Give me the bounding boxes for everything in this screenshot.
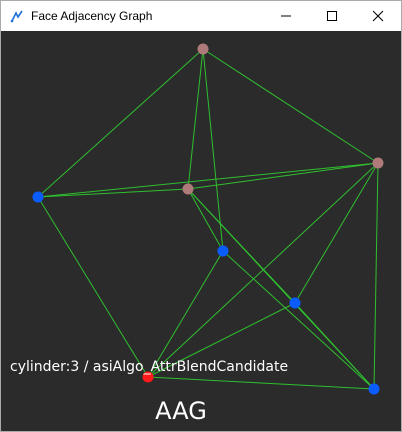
graph-edge-n3-n5 <box>187 188 224 252</box>
close-icon <box>372 10 384 22</box>
graph-edge-n1-n5 <box>202 48 224 252</box>
graph-edge-n5-n7 <box>222 250 375 390</box>
graph-edge-n2-n7 <box>373 162 379 390</box>
graph-node-n1[interactable] <box>197 43 209 55</box>
graph-edge-n1-n4 <box>37 48 204 198</box>
graph-caption: AAG <box>155 397 207 425</box>
title-bar[interactable]: Face Adjacency Graph <box>1 1 401 31</box>
graph-node-n2[interactable] <box>372 157 384 169</box>
graph-edge-n5-n8 <box>147 250 224 378</box>
graph-edge-n1-n2 <box>202 48 379 164</box>
close-button[interactable] <box>355 1 401 31</box>
graph-edge-n6-n8 <box>147 302 296 378</box>
hover-label: cylinder:3 / asiAlgo_AttrBlendCandidate <box>10 359 289 375</box>
window-title: Face Adjacency Graph <box>31 9 153 23</box>
graph-edge-n4-n2 <box>37 162 379 198</box>
maximize-icon <box>327 11 337 21</box>
graph-edge-n4-n8 <box>37 196 149 378</box>
graph-node-n4[interactable] <box>32 191 44 203</box>
minimize-icon <box>281 15 291 17</box>
minimize-button[interactable] <box>263 1 309 31</box>
graph-edge-n2-n3 <box>187 162 379 190</box>
graph-canvas[interactable]: cylinder:3 / asiAlgo_AttrBlendCandidate … <box>1 31 401 431</box>
graph-edge-n4-n3 <box>37 188 189 198</box>
app-icon <box>9 8 25 24</box>
graph-node-n8[interactable] <box>142 371 154 383</box>
graph-node-n3[interactable] <box>182 183 194 195</box>
graph-node-n5[interactable] <box>217 245 229 257</box>
graph-edge-n8-n7 <box>147 376 375 390</box>
graph-node-n7[interactable] <box>368 383 380 395</box>
graph-edge-n1-n3 <box>187 48 204 190</box>
graph-edge-n2-n6 <box>294 162 379 304</box>
graph-node-n6[interactable] <box>289 297 301 309</box>
adjacency-graph[interactable] <box>1 31 401 431</box>
graph-edge-n6-n7 <box>294 302 375 390</box>
maximize-button[interactable] <box>309 1 355 31</box>
